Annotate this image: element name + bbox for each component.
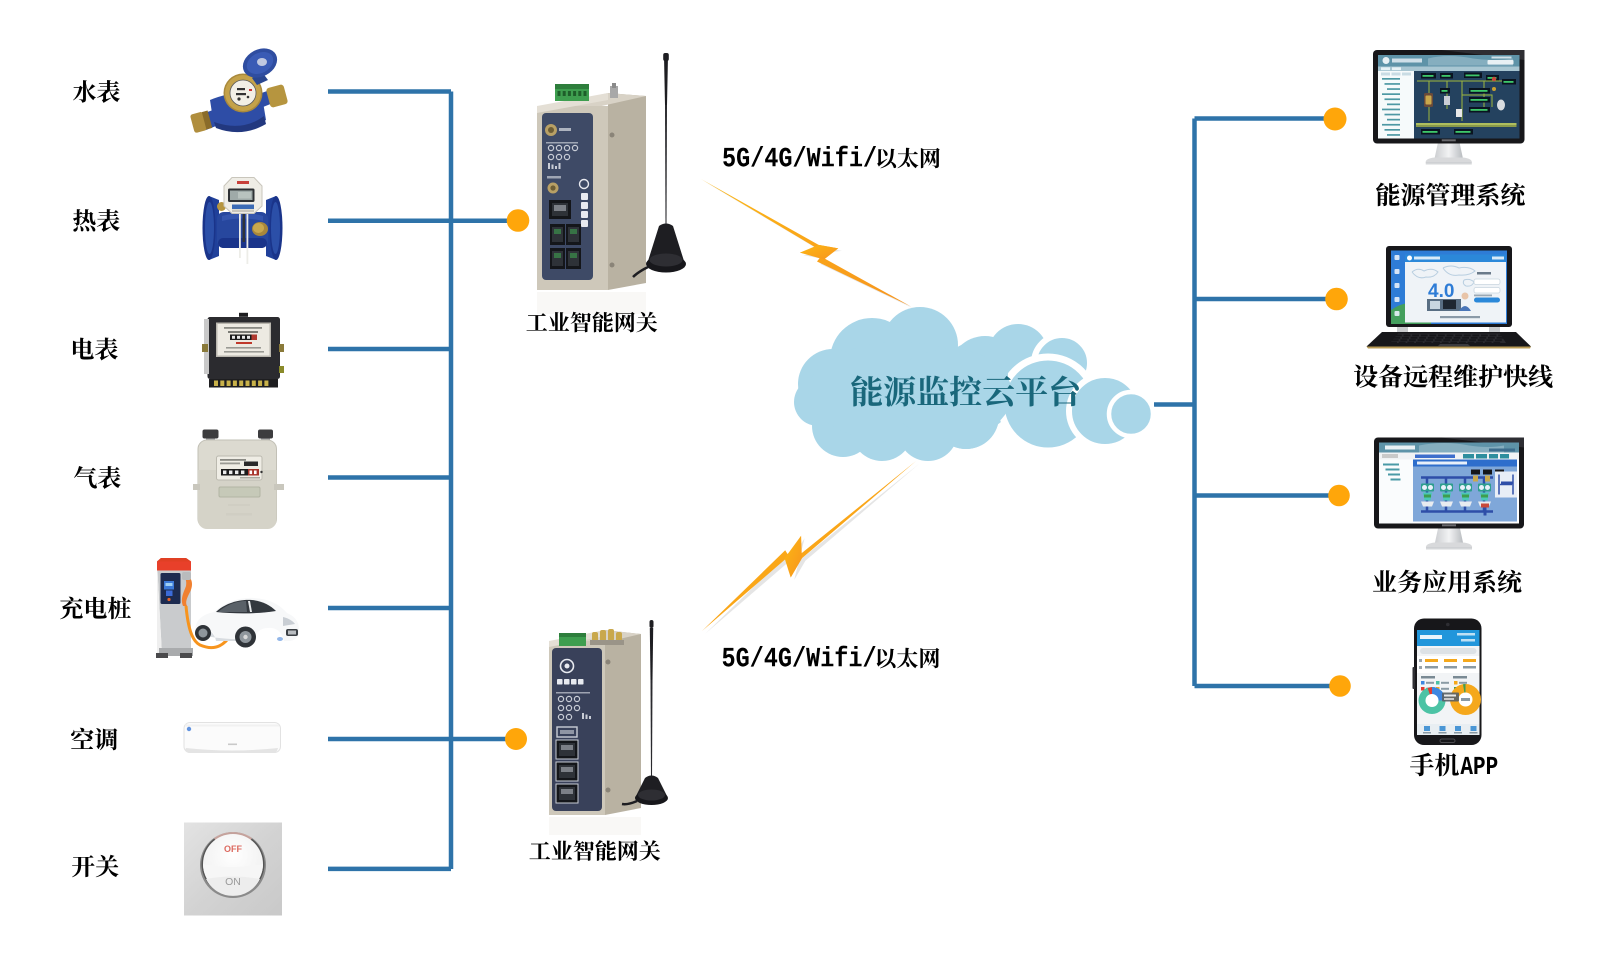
svg-text:OFF: OFF — [224, 844, 242, 854]
svg-text:4.0: 4.0 — [1428, 281, 1454, 302]
svg-text:ON: ON — [225, 876, 241, 888]
